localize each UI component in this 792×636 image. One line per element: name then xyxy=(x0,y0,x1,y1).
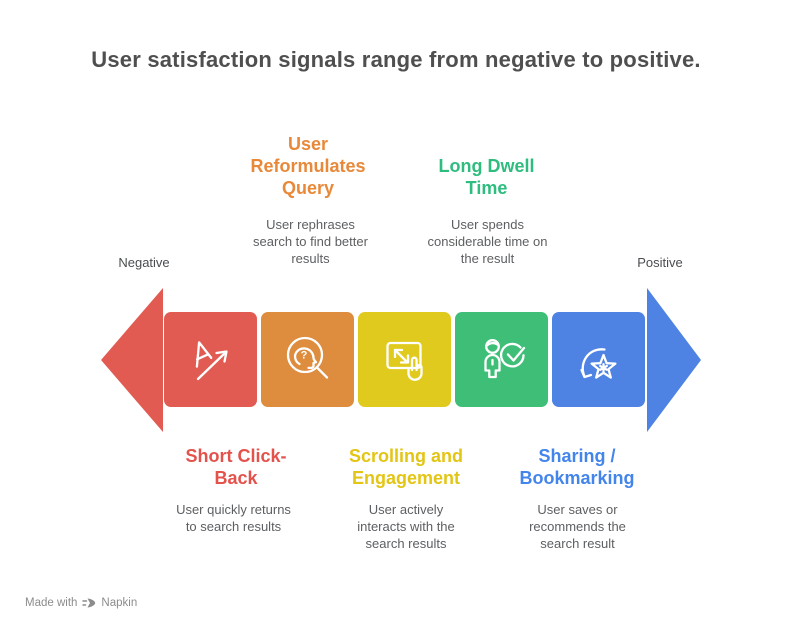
stage-heading-sharing-bookmarking: Sharing / Bookmarking xyxy=(519,446,635,488)
watermark-brand: Napkin xyxy=(101,597,138,609)
stage-block-short-click-back xyxy=(164,312,257,407)
positive-axis-label: Positive xyxy=(637,255,683,270)
stage-block-long-dwell-time xyxy=(455,312,548,407)
stage-description-sharing-bookmarking: User saves or recommends the search resu… xyxy=(529,502,626,551)
stage-description-short-click-back: User quickly returns to search results xyxy=(176,502,291,534)
negative-axis-label: Negative xyxy=(118,255,170,270)
negative-arrowhead xyxy=(101,288,163,432)
napkin-watermark[interactable]: Made with Napkin xyxy=(25,596,137,610)
stage-block-scrolling-engagement xyxy=(358,312,451,407)
screen-touch-expand-icon xyxy=(385,341,423,381)
positive-arrowhead xyxy=(647,288,701,432)
person-checkmark-icon xyxy=(483,338,525,378)
watermark-made-with: Made with xyxy=(25,597,78,609)
page-title: User satisfaction signals range from neg… xyxy=(91,47,701,72)
head-question-magnifier-icon: ? xyxy=(286,336,328,379)
cursor-click-back-icon xyxy=(195,340,228,380)
napkin-pen-icon xyxy=(82,598,96,608)
svg-text:?: ? xyxy=(300,349,307,361)
stage-heading-short-click-back: Short Click- Back xyxy=(185,446,287,488)
stage-heading-scrolling-engagement: Scrolling and Engagement xyxy=(348,446,463,488)
stage-heading-user-reformulates-query: User Reformulates Query xyxy=(250,134,366,198)
stage-block-user-reformulates-query: ? xyxy=(261,312,354,407)
stage-heading-long-dwell-time: Long Dwell Time xyxy=(438,156,535,198)
stage-description-scrolling-engagement: User actively interacts with the search … xyxy=(357,502,455,551)
star-share-icon xyxy=(579,347,617,379)
stage-description-long-dwell-time: User spends considerable time on the res… xyxy=(427,217,548,266)
stage-block-sharing-bookmarking xyxy=(552,312,645,407)
stage-description-user-reformulates-query: User rephrases search to find better res… xyxy=(253,217,368,266)
